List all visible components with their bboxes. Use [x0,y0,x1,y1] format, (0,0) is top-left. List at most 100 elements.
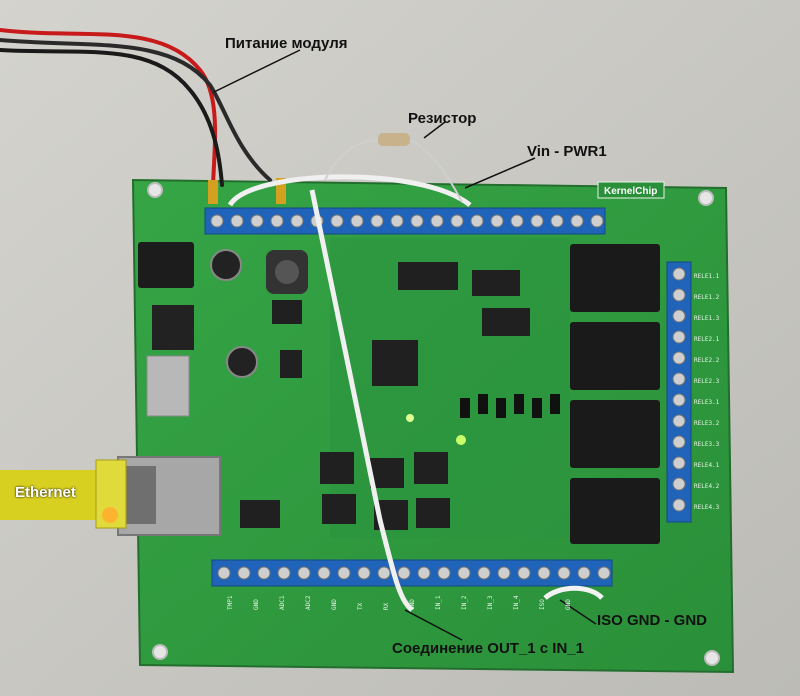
bottom-terminal-block [211,559,613,587]
terminal-screw [357,566,371,580]
power-wires [0,28,286,204]
silk-label-bottom: IN_3 [487,595,494,610]
white-wire-out-in [309,189,414,612]
silk-label-bottom: RX [383,602,390,610]
silk-label-relay: RELE1.3 [694,315,720,322]
ic-chips [240,262,530,530]
relays [570,244,660,544]
silk-label-bottom: TMP1 [227,595,234,610]
terminal-screw [317,566,331,580]
silk-label-relay: RELE2.3 [694,378,720,385]
terminal-screw [557,566,571,580]
label-ethernet: Ethernet [15,484,76,501]
terminal-screw [672,330,686,344]
terminal-screw [270,214,284,228]
terminal-screw [490,214,504,228]
terminal-screw [337,566,351,580]
terminal-screw [672,477,686,491]
silk-label-bottom: GND [409,599,416,610]
heatsink [146,355,190,417]
right-terminal-block [666,261,692,523]
terminal-screw [377,566,391,580]
silk-label-relay: RELE3.3 [694,441,720,448]
terminal-screw [430,214,444,228]
terminal-screw [537,566,551,580]
regulator [152,305,194,350]
terminal-screw [217,566,231,580]
terminal-screw [530,214,544,228]
terminal-screw [470,214,484,228]
terminal-screw [290,214,304,228]
terminal-screw [672,456,686,470]
silk-label-bottom: GND [331,599,338,610]
silk-label-relay: RELE1.1 [694,273,720,280]
terminal-screw [672,498,686,512]
terminal-screw [672,372,686,386]
board-logo: KernelChip [604,186,657,197]
iso-gnd-jumper [543,585,604,601]
terminal-screw [672,414,686,428]
silk-label-relay: RELE4.3 [694,504,720,511]
terminal-screw [330,214,344,228]
terminal-screw [390,214,404,228]
terminal-screw [672,351,686,365]
silk-label-relay: RELE4.2 [694,483,720,490]
terminal-screw [257,566,271,580]
top-terminal-block [204,207,606,235]
silk-label-relay: RELE3.1 [694,399,720,406]
white-wire-loop [227,174,472,207]
silk-label-bottom: IN_1 [435,595,442,610]
terminal-screw [577,566,591,580]
terminal-screw [230,214,244,228]
led-green [456,435,466,445]
label-out-in-connection: Соединение OUT_1 с IN_1 [392,640,584,657]
terminal-screw [350,214,364,228]
silk-label-relay: RELE4.1 [694,462,720,469]
terminal-screw [550,214,564,228]
terminal-screw [672,309,686,323]
terminal-screw [450,214,464,228]
terminal-screw [437,566,451,580]
terminal-screw [597,566,611,580]
terminal-screw [250,214,264,228]
terminal-screw [672,288,686,302]
terminal-screw [517,566,531,580]
led-green-2 [406,414,414,422]
terminal-screw [417,566,431,580]
terminal-screw [477,566,491,580]
terminal-screw [590,214,604,228]
terminal-screw [210,214,224,228]
silk-label-bottom: GND [253,599,260,610]
silk-label-bottom: IN_2 [461,595,468,610]
board-logo-plate [597,181,665,199]
silk-label-bottom: IN_4 [513,595,520,610]
capacitor-1 [210,249,242,281]
silk-label-bottom: GND [565,599,572,610]
terminal-screw [370,214,384,228]
terminal-screw [497,566,511,580]
leader-lines [213,49,597,641]
label-resistor: Резистор [408,110,477,127]
terminal-screw [237,566,251,580]
silk-label-bottom: ADC1 [279,595,286,610]
silk-label-relay: RELE3.2 [694,420,720,427]
mounting-holes [147,182,720,666]
terminal-screw [277,566,291,580]
label-iso-gnd: ISO GND - GND [597,612,708,629]
terminal-screw [672,393,686,407]
terminal-screw [397,566,411,580]
silk-label-bottom: TX [357,602,364,610]
terminal-screw [672,435,686,449]
terminal-screw [297,566,311,580]
label-power-supply: Питание модуля [225,35,348,52]
silk-label-relay: RELE2.2 [694,357,720,364]
terminal-screw [510,214,524,228]
terminal-screw [570,214,584,228]
label-vin-pwr1: Vin - PWR1 [527,143,607,160]
silk-label-bottom: ISO [539,599,546,610]
dc-jack [138,242,194,288]
silk-label-relay: RELE1.2 [694,294,720,301]
ethernet-cable [0,459,127,529]
